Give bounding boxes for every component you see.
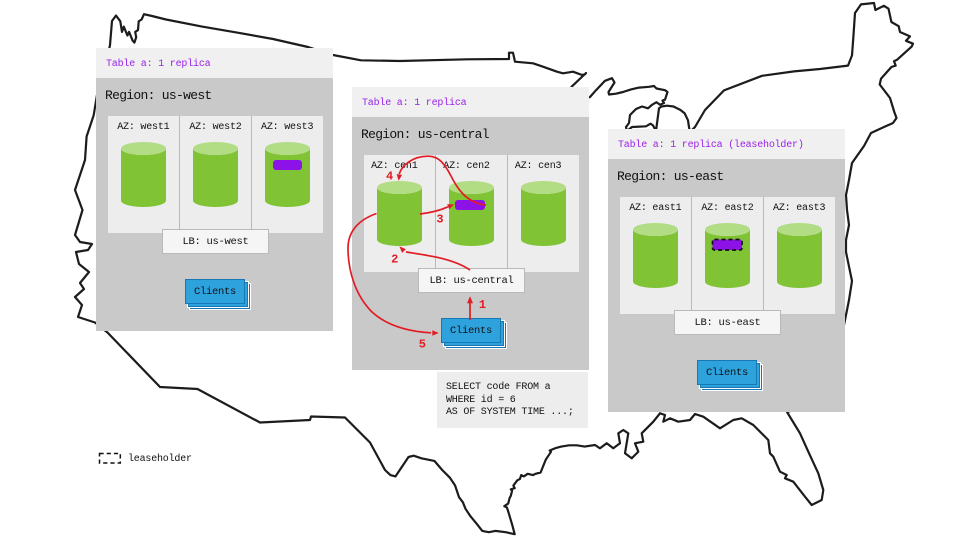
svg-text:3: 3 <box>436 212 443 226</box>
svg-text:4: 4 <box>386 169 393 183</box>
svg-text:5: 5 <box>419 338 426 352</box>
svg-text:2: 2 <box>391 253 398 267</box>
svg-text:1: 1 <box>479 298 486 312</box>
